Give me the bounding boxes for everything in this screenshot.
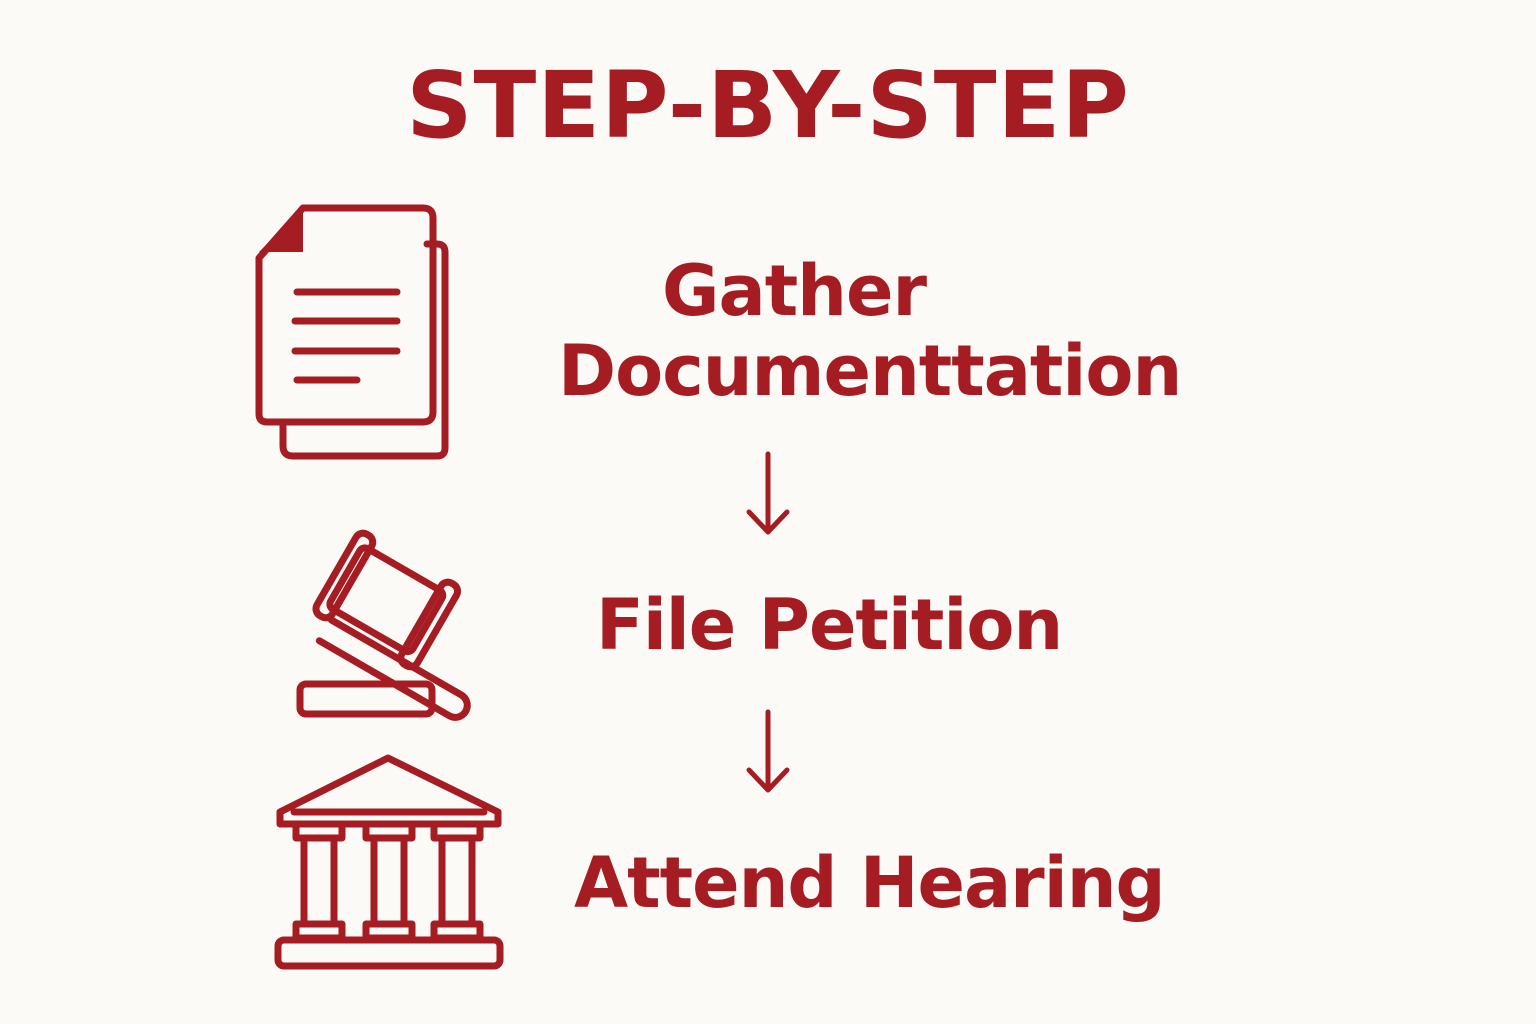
arrow-down-icon [746,709,790,793]
step-gather-label-line1: Gather [662,250,927,332]
step-file-petition-label: File Petition [596,584,1063,666]
courthouse-icon [274,754,504,970]
gavel-icon [296,529,471,721]
step-attend-hearing-label: Attend Hearing [574,842,1166,924]
documents-icon [255,204,449,460]
step-gather-label-line2: Documenttation [558,330,1182,412]
page-title: STEP-BY-STEP [406,52,1130,159]
arrow-down-icon [746,451,790,535]
